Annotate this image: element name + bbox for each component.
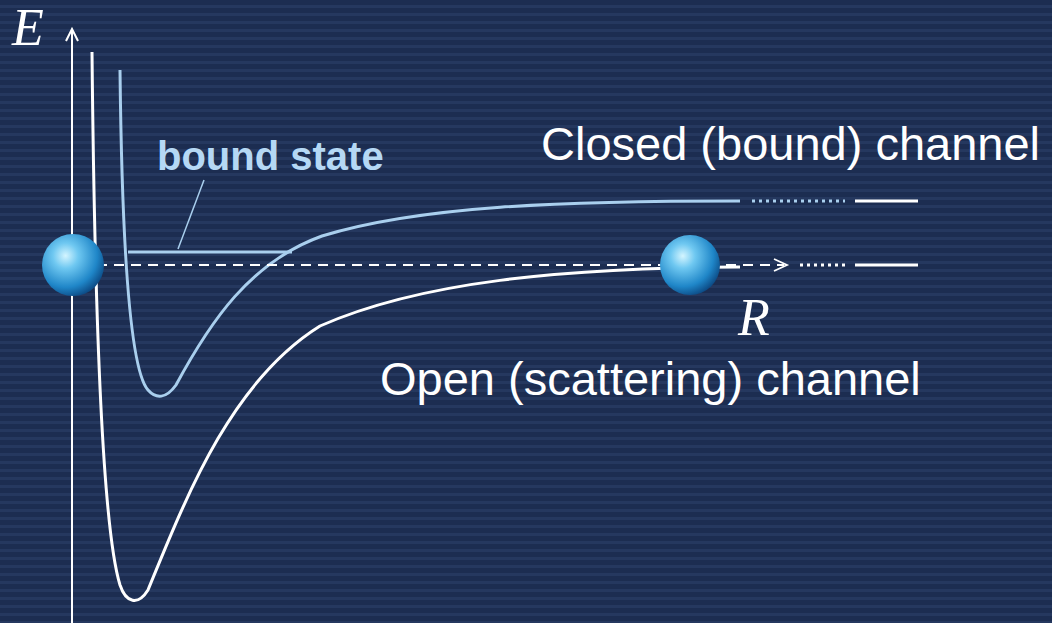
state-label: bound state [157,136,384,176]
channel-label: Closed (bound) channel [541,120,1040,167]
axis-arrowhead [66,29,78,41]
leader-line [178,180,204,249]
open-channel-asymptote [855,264,918,267]
open-channel-dots [800,264,845,267]
atom-sphere [660,235,720,295]
closed-channel-asymptote [855,200,918,203]
atom-sphere [42,234,104,296]
closed-channel-dots [752,200,845,203]
energy-axis [71,30,73,623]
channel-label: Open (scattering) channel [380,355,921,402]
closed-channel-curve [120,70,740,396]
bound-state-level [128,251,292,254]
axis-label: R [738,292,770,344]
axis-label: E [12,2,44,54]
separation-arrowhead [774,259,787,271]
